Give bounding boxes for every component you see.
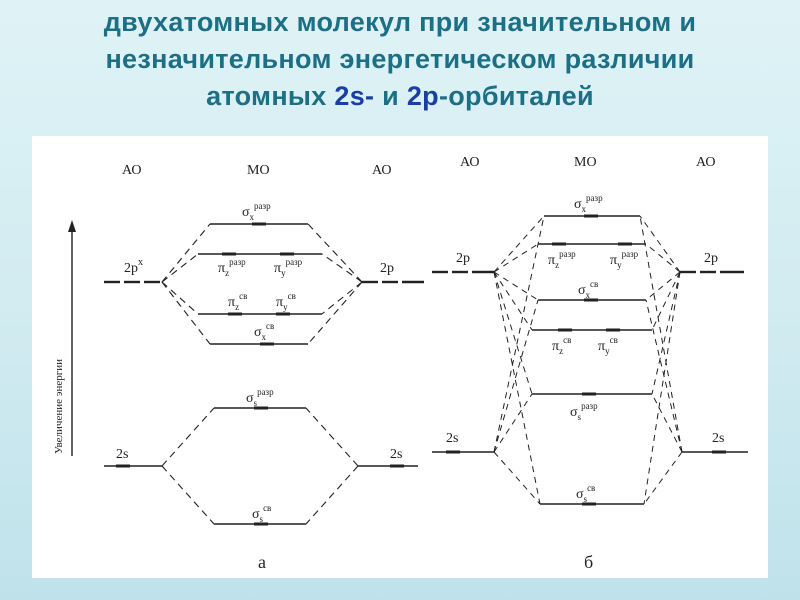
title-line-1: двухатомных молекул при значительном и xyxy=(103,7,697,37)
label-b-sigma-x-bond: σxсв xyxy=(578,279,598,300)
header-ao-right-a: АО xyxy=(372,163,392,178)
label-a-sigma-x-bond: σxсв xyxy=(254,321,274,342)
ao-left-2s-label: 2s xyxy=(116,447,128,462)
energy-axis-arrowhead xyxy=(68,220,76,232)
energy-axis-label: Увеличение энергии xyxy=(53,359,65,454)
label-b-pi-z-antibond: πzразр xyxy=(548,249,576,270)
label-b-sigma-x-antibond: σxразр xyxy=(574,193,603,214)
title-line-3-suffix: -орбиталей xyxy=(438,81,594,111)
ao-right-2s-label: 2s xyxy=(390,447,402,462)
mo-diagram-panel: АО МО АО АО МО АО Увеличение энергии 2px… xyxy=(32,136,768,578)
electron-marks-b xyxy=(446,214,726,506)
label-b-pi-z-bond: πzсв xyxy=(552,335,571,356)
electron-marks-a xyxy=(116,222,404,526)
title-line-3-prefix: атомных xyxy=(206,81,335,111)
label-a-sigma-s-bond: σsсв xyxy=(252,503,271,524)
ao-left-2p-label: 2px xyxy=(124,257,143,276)
title-line-3: атомных 2s- и 2p-орбиталей xyxy=(0,78,800,115)
header-mo-b: МО xyxy=(574,155,597,170)
ao-b-left-2s-label: 2s xyxy=(446,431,458,446)
mo-diagram-svg: АО МО АО АО МО АО Увеличение энергии 2px… xyxy=(53,155,748,572)
title-highlight-2p: 2p xyxy=(406,81,439,111)
label-a-pi-z-bond: πzсв xyxy=(228,291,247,312)
panel-b-caption: б xyxy=(584,552,593,572)
label-a-pi-z-antibond: πzразр xyxy=(218,257,246,278)
header-ao-left-b: АО xyxy=(460,155,480,170)
header-ao-left-a: АО xyxy=(122,163,142,178)
label-a-sigma-s-antibond: σsразр xyxy=(246,387,274,408)
ao-b-right-2p-label: 2p xyxy=(704,251,718,266)
label-a-pi-y-bond: πyсв xyxy=(276,291,296,312)
slide-title: двухатомных молекул при значительном и н… xyxy=(0,4,800,115)
panel-a-caption: а xyxy=(258,552,266,572)
label-b-pi-y-antibond: πyразр xyxy=(610,249,639,270)
label-a-pi-y-antibond: πyразр xyxy=(274,257,303,278)
label-b-sigma-s-bond: σsсв xyxy=(576,483,595,504)
label-b-sigma-s-antibond: σsразр xyxy=(570,401,598,422)
ao-b-left-2p-label: 2p xyxy=(456,251,470,266)
header-ao-right-b: АО xyxy=(696,155,716,170)
ao-b-right-2s-label: 2s xyxy=(712,431,724,446)
label-a-sigma-x-antibond: σxразр xyxy=(242,201,271,222)
correlation-lines-b xyxy=(493,215,683,505)
header-mo-a: МО xyxy=(247,163,270,178)
correlation-lines-a xyxy=(161,223,363,525)
title-line-2: незначительном энергетическом различии xyxy=(105,44,695,74)
title-line-3-mid: и xyxy=(374,81,407,111)
title-highlight-2s: 2s- xyxy=(334,81,375,111)
label-b-pi-y-bond: πyсв xyxy=(598,335,618,356)
ao-right-2p-label: 2p xyxy=(380,261,394,276)
